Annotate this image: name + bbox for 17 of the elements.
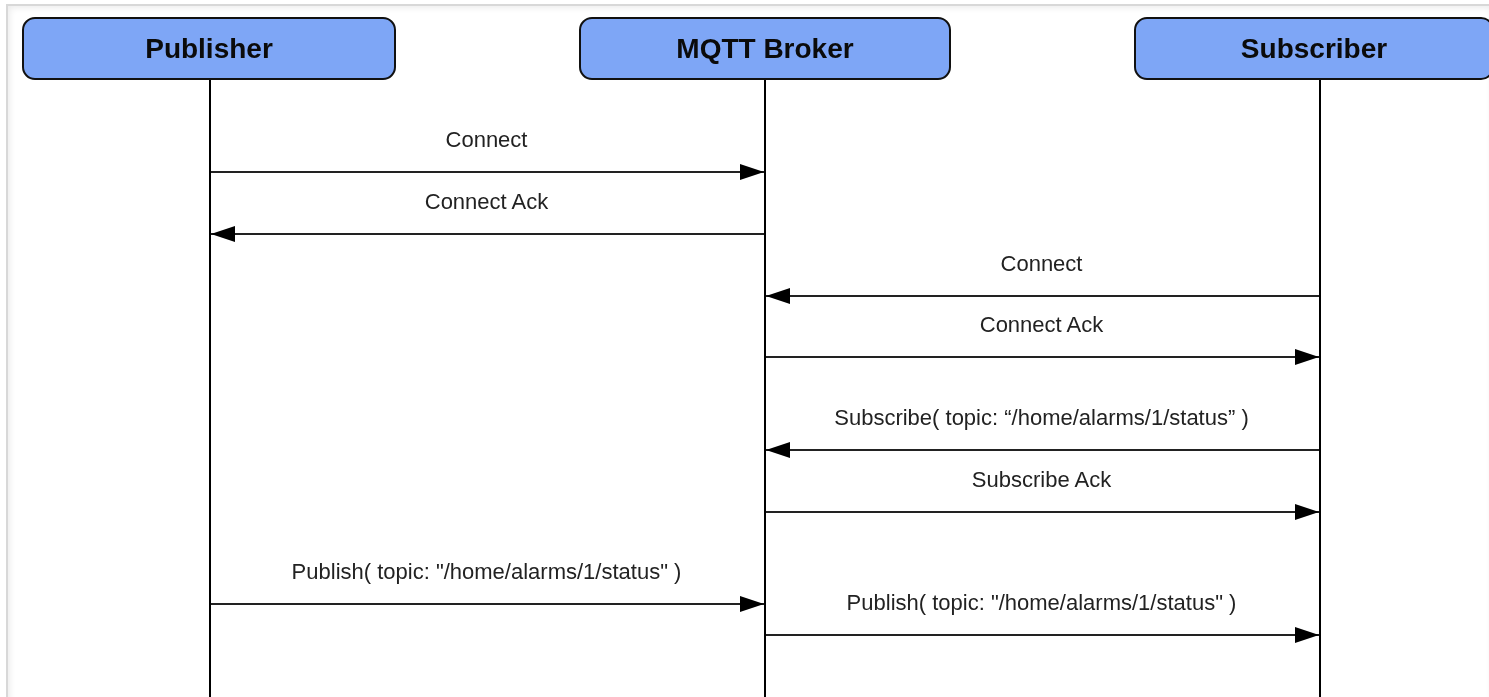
participant-box bbox=[22, 17, 396, 80]
message-arrow bbox=[765, 288, 1320, 304]
participant-box bbox=[579, 17, 951, 80]
lifeline bbox=[209, 80, 211, 697]
message-arrow bbox=[210, 596, 765, 612]
message-arrow bbox=[765, 349, 1320, 365]
participant-name: Publisher bbox=[145, 32, 273, 65]
participant-box bbox=[1134, 17, 1489, 80]
lifeline bbox=[1319, 80, 1321, 697]
message-arrow bbox=[210, 226, 765, 242]
message-arrow bbox=[210, 164, 765, 180]
participant-name: Subscriber bbox=[1240, 32, 1388, 65]
lifeline bbox=[764, 80, 766, 697]
message-arrow bbox=[765, 504, 1320, 520]
message-arrow bbox=[765, 627, 1320, 643]
participant-name: MQTT Broker bbox=[676, 32, 854, 65]
message-arrow bbox=[765, 442, 1320, 458]
